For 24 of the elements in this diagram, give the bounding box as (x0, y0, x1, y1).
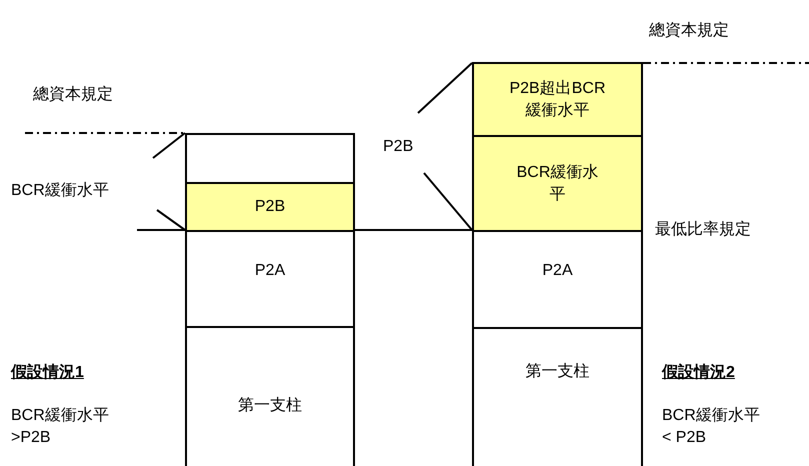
note-text: 最低比率規定 (655, 220, 751, 240)
case-heading: 假設情況2 (662, 362, 735, 383)
box-label: P2A (254, 261, 286, 281)
box-label: BCR緩衝水平 (516, 162, 600, 204)
empty-box (185, 133, 355, 184)
box-label: P2B超出BCR緩衝水平 (508, 78, 607, 120)
note-text: 總資本規定 (33, 84, 113, 105)
column-box (472, 327, 643, 466)
box-label: P2B (254, 197, 286, 218)
column-box (185, 182, 355, 232)
box-label: 第一支柱 (238, 396, 302, 416)
box-label: P2A (542, 261, 573, 281)
column-box (472, 230, 643, 329)
case-heading: 假設情況1 (11, 362, 84, 383)
bracket-label: BCR緩衝水平 (11, 180, 109, 201)
column-box (185, 230, 355, 328)
bracket-label: P2B (383, 137, 414, 157)
column-box (472, 62, 643, 137)
case-description: BCR緩衝水平 >P2B (11, 406, 110, 448)
box-label: 第一支柱 (526, 362, 590, 382)
column-box (472, 135, 643, 232)
note-text: 總資本規定 (649, 20, 729, 41)
case-description: BCR緩衝水平 < P2B (662, 406, 761, 448)
column-box (185, 326, 355, 466)
